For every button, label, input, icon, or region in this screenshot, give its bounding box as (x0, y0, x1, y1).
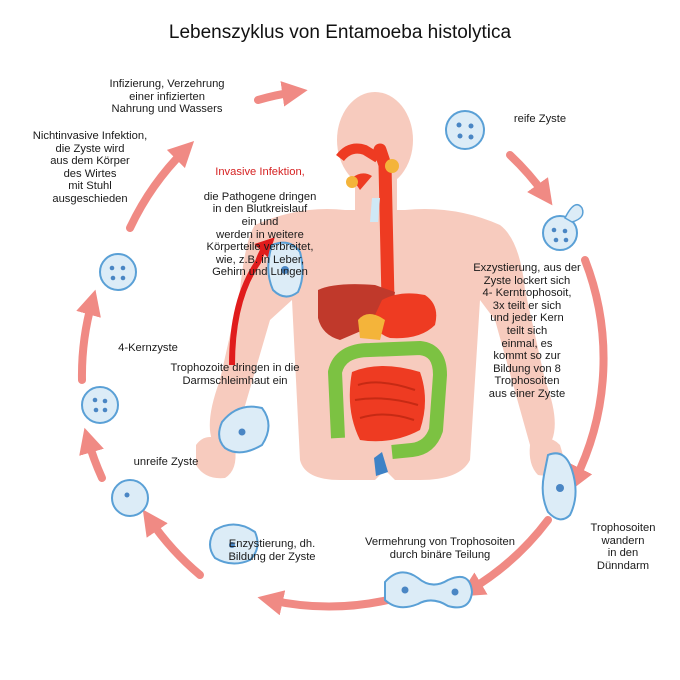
four-nucleus-cyst (81, 386, 119, 424)
label-excystation: Exzystierung, aus der Zyste lockert sich… (473, 262, 581, 400)
dividing-trophozoite (384, 571, 474, 609)
immature-cyst (111, 479, 149, 517)
label-infection: Infizierung, Verzehrung einer infizierte… (109, 78, 225, 116)
excysting-cyst (542, 203, 584, 251)
label-mature-cyst: reife Zyste (513, 113, 567, 125)
label-invasive-infection: Invasive Infektion, die Pathogene dringe… (196, 153, 324, 279)
invasive-body: die Pathogene dringen in den Blutkreisla… (203, 190, 317, 279)
label-trophozoites-penetrate: Trophozoite dringen in die Darmschleimha… (170, 362, 300, 387)
cyst-left-upper (99, 253, 137, 291)
encysting-trophozoite (209, 523, 259, 565)
invasive-heading: Invasive Infektion, (215, 165, 305, 178)
label-four-nucleus-cyst: 4-Kernzyste (118, 342, 178, 354)
life-cycle-arrows (76, 81, 608, 616)
mature-cyst-top (445, 110, 485, 150)
trophozoite-right (541, 452, 577, 521)
digestive-organs (318, 143, 447, 476)
page-title: Lebenszyklus von Entamoeba histolytica (168, 22, 512, 43)
trophozoite-mucosa (218, 405, 270, 454)
invasive-infection-arrow (229, 237, 275, 366)
label-immature-cyst: unreife Zyste (133, 456, 199, 468)
label-encystation: Enzystierung, dh. Bildung der Zyste (228, 538, 316, 563)
label-noninvasive-infection: Nichtinvasive Infektion, die Zyste wird … (32, 130, 148, 205)
trophozoite-invasive (267, 241, 304, 298)
label-binary-fission: Vermehrung von Trophosoiten durch binäre… (365, 536, 515, 561)
label-trophozoites-migrate: Trophosoiten wandern in den Dünndarm (590, 522, 656, 572)
